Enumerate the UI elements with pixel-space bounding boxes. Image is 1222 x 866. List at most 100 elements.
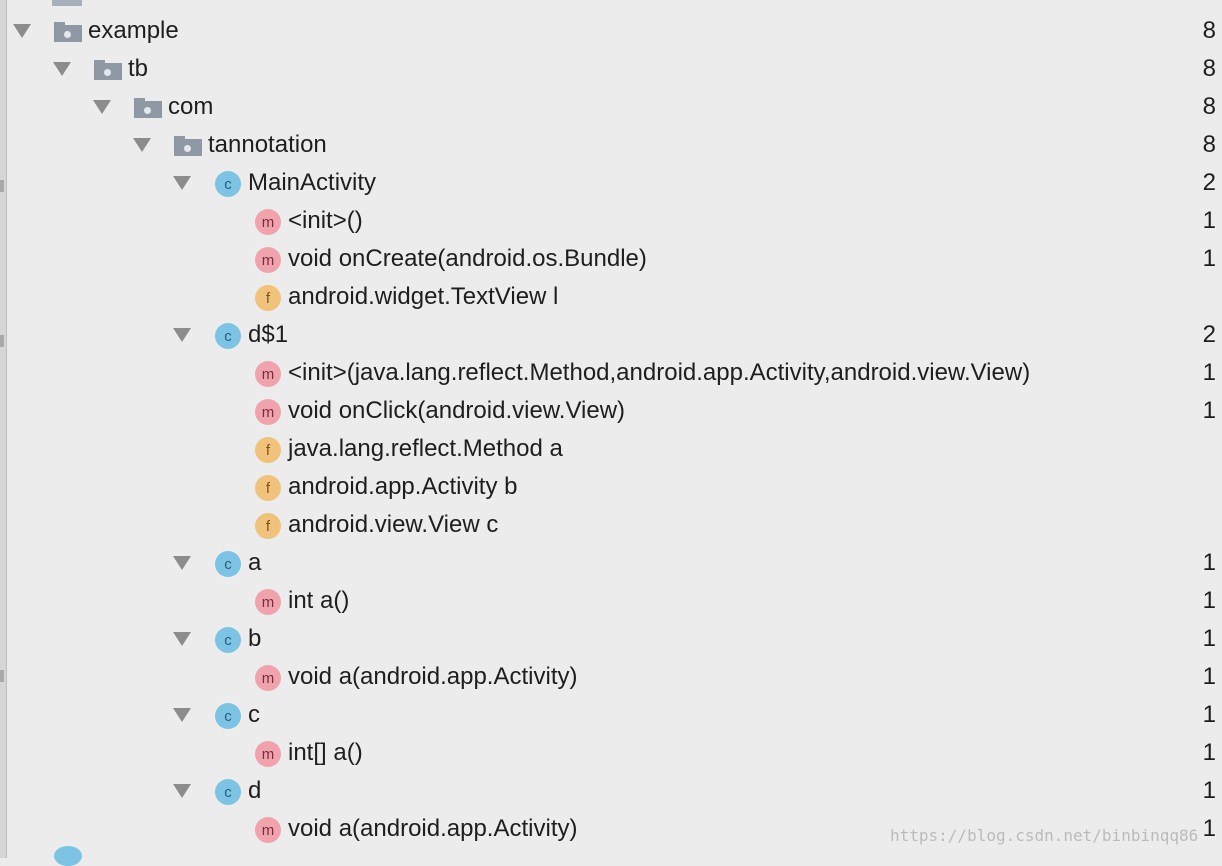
class-icon: c — [215, 779, 241, 805]
tree-row[interactable]: m void onCreate(android.os.Bundle) 1 — [0, 240, 1222, 278]
tree-item-label: tannotation — [208, 131, 327, 158]
tree-row[interactable]: m <init>() 1 — [0, 202, 1222, 240]
class-icon — [54, 846, 82, 866]
field-icon: f — [255, 285, 281, 311]
expand-arrow-icon[interactable] — [173, 176, 191, 190]
folder-icon — [52, 0, 82, 6]
tree-item-label: void a(android.app.Activity) — [288, 815, 578, 842]
expand-arrow-icon[interactable] — [13, 24, 31, 38]
tree-item-count: 1 — [1202, 207, 1216, 234]
package-folder-icon — [54, 22, 82, 42]
tree-item-label: c — [248, 701, 260, 728]
tree-item-count: 1 — [1202, 359, 1216, 386]
tree-row[interactable]: m void a(android.app.Activity) 1 — [0, 810, 1222, 848]
tree-item-count: 8 — [1202, 17, 1216, 44]
tree-item-count: 1 — [1202, 397, 1216, 424]
package-folder-icon — [134, 98, 162, 118]
expand-arrow-icon[interactable] — [173, 328, 191, 342]
tree-item-label: <init>() — [288, 207, 363, 234]
tree-item-count: 1 — [1202, 777, 1216, 804]
field-icon: f — [255, 513, 281, 539]
left-gutter — [0, 0, 7, 858]
tree-item-label: void a(android.app.Activity) — [288, 663, 578, 690]
method-icon: m — [255, 817, 281, 843]
class-icon: c — [215, 703, 241, 729]
tree-row[interactable]: m int a() 1 — [0, 582, 1222, 620]
tree-item-label: tb — [128, 55, 149, 82]
tree-row[interactable]: tannotation 8 — [0, 126, 1222, 164]
method-icon: m — [255, 589, 281, 615]
tree-item-label: void onCreate(android.os.Bundle) — [288, 245, 647, 272]
watermark: https://blog.csdn.net/binbinqq86 — [890, 826, 1199, 845]
tree-item-count: 1 — [1202, 587, 1216, 614]
tree-item-label: void onClick(android.view.View) — [288, 397, 626, 424]
tree-row[interactable]: com 8 — [0, 88, 1222, 126]
tree-item-label: <init>(java.lang.reflect.Method,android.… — [288, 359, 1031, 386]
expand-arrow-icon[interactable] — [173, 556, 191, 570]
tree-item-count: 1 — [1202, 663, 1216, 690]
tree-item-label: b — [248, 625, 262, 652]
tree-item-label: MainActivity — [248, 169, 377, 196]
method-icon: m — [255, 247, 281, 273]
class-icon: c — [215, 551, 241, 577]
tree-item-count: 1 — [1202, 701, 1216, 728]
class-icon: c — [215, 171, 241, 197]
expand-arrow-icon[interactable] — [133, 138, 151, 152]
tree-row[interactable]: c MainActivity 2 — [0, 164, 1222, 202]
tree-item-count: 2 — [1202, 169, 1216, 196]
tree-item-label: int a() — [288, 587, 350, 614]
method-icon: m — [255, 209, 281, 235]
tree-row[interactable]: m void onClick(android.view.View) 1 — [0, 392, 1222, 430]
expand-arrow-icon[interactable] — [53, 62, 71, 76]
expand-arrow-icon[interactable] — [93, 100, 111, 114]
tree-item-label: d$1 — [248, 321, 289, 348]
method-icon: m — [255, 361, 281, 387]
tree-row[interactable]: m <init>(java.lang.reflect.Method,android… — [0, 354, 1222, 392]
tree-item-label: example — [88, 17, 179, 44]
field-icon: f — [255, 475, 281, 501]
expand-arrow-icon[interactable] — [173, 708, 191, 722]
gutter-marker — [0, 335, 4, 347]
tree-row[interactable]: f android.view.View c — [0, 506, 1222, 544]
package-folder-icon — [94, 60, 122, 80]
tree-item-count: 2 — [1202, 321, 1216, 348]
tree-item-count: 1 — [1202, 739, 1216, 766]
tree-row[interactable]: tb 8 — [0, 50, 1222, 88]
tree-row[interactable]: example 8 — [0, 12, 1222, 50]
tree-item-label: java.lang.reflect.Method a — [288, 435, 563, 462]
tree-item-label: d — [248, 777, 262, 804]
tree-row[interactable]: f android.widget.TextView l — [0, 278, 1222, 316]
gutter-marker — [0, 670, 4, 682]
package-folder-icon — [174, 136, 202, 156]
class-icon: c — [215, 627, 241, 653]
tree-item-label: com — [168, 93, 214, 120]
method-icon: m — [255, 665, 281, 691]
tree-item-count: 1 — [1202, 625, 1216, 652]
tree-item-count: 1 — [1202, 245, 1216, 272]
class-icon: c — [215, 323, 241, 349]
method-icon: m — [255, 399, 281, 425]
tree-item-count: 8 — [1202, 131, 1216, 158]
tree-row[interactable]: f android.app.Activity b — [0, 468, 1222, 506]
gutter-marker — [0, 180, 4, 192]
tree-item-label: a — [248, 549, 262, 576]
tree-item-label: android.app.Activity b — [288, 473, 518, 500]
tree-item-count: 1 — [1202, 815, 1216, 842]
tree-item-count: 8 — [1202, 93, 1216, 120]
expand-arrow-icon[interactable] — [173, 632, 191, 646]
tree-row[interactable]: m void a(android.app.Activity) 1 — [0, 658, 1222, 696]
expand-arrow-icon[interactable] — [173, 784, 191, 798]
tree-item-label: android.widget.TextView l — [288, 283, 559, 310]
tree-row[interactable]: c d$1 2 — [0, 316, 1222, 354]
tree-item-count: 1 — [1202, 549, 1216, 576]
tree-item-count: 8 — [1202, 55, 1216, 82]
tree-item-label: android.view.View c — [288, 511, 499, 538]
tree-item-label: int[] a() — [288, 739, 363, 766]
